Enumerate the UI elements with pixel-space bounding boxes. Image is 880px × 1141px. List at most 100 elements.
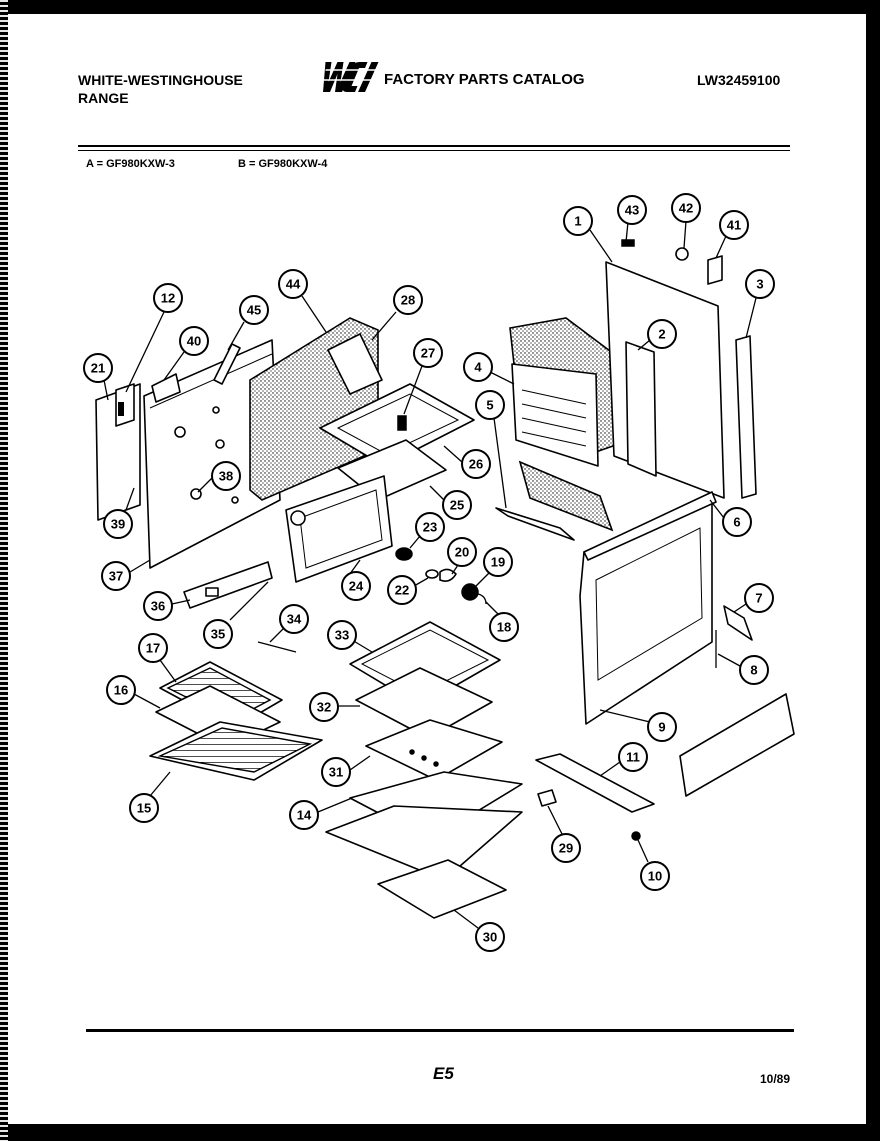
part-3-strip	[735, 335, 757, 499]
part-40-tab	[151, 373, 181, 403]
callout-42: 42	[671, 193, 701, 249]
right-side-group	[495, 239, 757, 541]
svg-text:37: 37	[109, 569, 123, 584]
callout-15: 15	[129, 771, 171, 823]
callout-32: 32	[309, 692, 360, 722]
part-45-rod	[213, 343, 241, 385]
part-14-bottom	[325, 805, 523, 881]
oven-door-group	[579, 491, 753, 725]
svg-text:11: 11	[626, 750, 640, 765]
callout-29: 29	[547, 805, 581, 863]
catalog-number: LW32459100	[697, 72, 781, 88]
svg-text:2: 2	[658, 327, 665, 342]
part-2-cover	[625, 341, 657, 477]
drawer-group	[257, 621, 523, 919]
part-30-panel	[377, 859, 507, 919]
callout-4: 4	[463, 352, 515, 385]
callout-14: 14	[289, 797, 353, 830]
model-a-label: A = GF980KXW-3	[86, 158, 175, 170]
svg-text:45: 45	[247, 303, 261, 318]
svg-text:38: 38	[219, 469, 233, 484]
svg-text:1: 1	[574, 214, 581, 229]
callout-19: 19	[475, 547, 513, 587]
callout-18: 18	[485, 601, 519, 642]
callout-8: 8	[717, 653, 769, 685]
callout-36: 36	[143, 591, 191, 621]
svg-text:42: 42	[679, 201, 693, 216]
svg-text:43: 43	[625, 203, 639, 218]
callout-11: 11	[599, 742, 648, 777]
part-26-pan	[319, 383, 475, 467]
callout-7: 7	[733, 583, 774, 613]
svg-text:20: 20	[455, 545, 469, 560]
header-rule	[78, 145, 790, 147]
svg-text:29: 29	[559, 841, 573, 856]
svg-text:40: 40	[187, 334, 201, 349]
callout-38: 38	[197, 461, 241, 493]
svg-text:34: 34	[287, 612, 302, 627]
callout-20: 20	[447, 537, 477, 575]
svg-text:41: 41	[727, 218, 741, 233]
callout-2: 2	[637, 319, 677, 351]
scan-edge	[0, 0, 8, 1141]
svg-text:9: 9	[658, 720, 665, 735]
svg-text:10: 10	[648, 869, 662, 884]
callout-41: 41	[715, 210, 749, 259]
svg-text:7: 7	[755, 591, 762, 606]
callout-28: 28	[371, 285, 423, 341]
svg-text:14: 14	[297, 808, 312, 823]
part-11-rail	[535, 753, 655, 813]
catalog-sheet	[8, 14, 866, 1124]
burner-components-group	[395, 547, 487, 605]
callout-44: 44	[278, 269, 327, 333]
svg-text:24: 24	[349, 579, 364, 594]
racks-group	[149, 661, 323, 781]
brand-name: WHITE-WESTINGHOUSE	[78, 72, 243, 88]
callout-45: 45	[227, 295, 269, 351]
product-type: RANGE	[78, 90, 129, 106]
part-7-hinge	[723, 605, 753, 641]
callout-23: 23	[409, 512, 445, 549]
svg-text:6: 6	[733, 515, 740, 530]
svg-text:32: 32	[317, 700, 331, 715]
callout-31: 31	[321, 755, 371, 787]
callout-24: 24	[341, 559, 371, 601]
part-1-back-panel	[605, 261, 725, 499]
callout-3: 3	[745, 269, 775, 339]
part-5-tray	[495, 507, 575, 541]
svg-text:23: 23	[423, 520, 437, 535]
svg-text:27: 27	[421, 346, 435, 361]
callout-16: 16	[106, 675, 161, 709]
callout-25: 25	[429, 485, 472, 520]
callout-1: 1	[563, 206, 613, 263]
svg-text:44: 44	[286, 277, 301, 292]
part-32-pan	[355, 667, 493, 739]
date-code: 10/89	[760, 1072, 791, 1086]
part-6-trim	[583, 491, 717, 561]
callout-37: 37	[101, 559, 151, 591]
callout-6: 6	[709, 499, 752, 537]
part-4-baffle	[511, 363, 599, 467]
left-side-panel-group	[95, 339, 281, 569]
callout-10: 10	[637, 839, 670, 891]
svg-text:39: 39	[111, 517, 125, 532]
part-28-bracket	[327, 333, 383, 395]
callout-5: 5	[475, 390, 507, 509]
svg-text:25: 25	[450, 498, 464, 513]
svg-text:16: 16	[114, 683, 128, 698]
svg-text:35: 35	[211, 627, 225, 642]
svg-text:30: 30	[483, 930, 497, 945]
catalog-title: FACTORY PARTS CATALOG	[384, 71, 585, 88]
kick-panel-group	[535, 693, 795, 841]
svg-text:36: 36	[151, 599, 165, 614]
svg-text:12: 12	[161, 291, 175, 306]
page-code: E5	[433, 1064, 454, 1083]
svg-text:28: 28	[401, 293, 415, 308]
part-29-clip	[537, 789, 557, 807]
part-5-burner	[518, 460, 614, 532]
callout-27: 27	[403, 338, 443, 415]
callout-34: 34	[269, 604, 309, 643]
part-36-rail	[183, 561, 273, 609]
callout-21: 21	[83, 353, 113, 401]
svg-text:31: 31	[329, 765, 343, 780]
